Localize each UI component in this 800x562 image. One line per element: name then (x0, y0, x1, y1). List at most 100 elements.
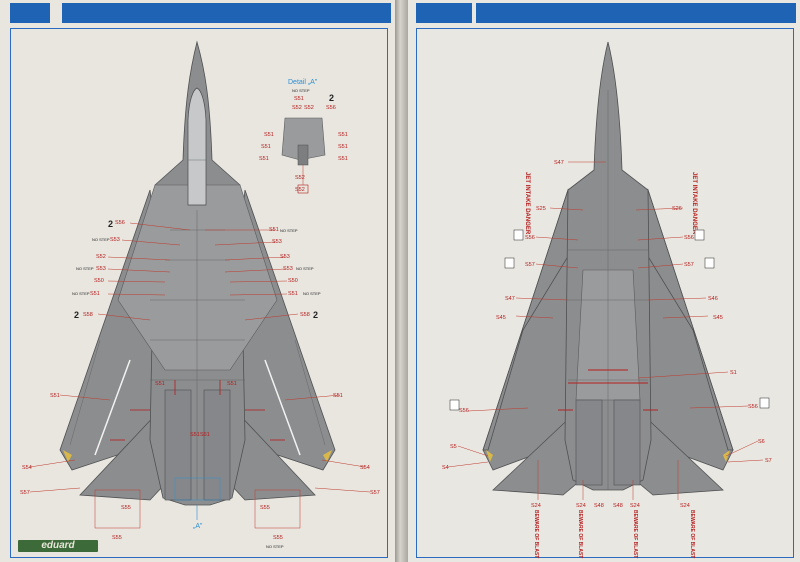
stencil-label: S54 (360, 465, 370, 471)
stencil-label: S55 (121, 505, 131, 511)
stencil-label: S57 (370, 490, 380, 496)
stencil-label: S57 (684, 262, 694, 268)
stencil-label: S55 (260, 505, 270, 511)
stencil-label: S53 (283, 266, 293, 272)
left-wingtip-light (63, 450, 72, 462)
placard-icon (504, 257, 515, 269)
beware-of-blast-warning: BEWARE OF BLAST (577, 510, 583, 558)
jet-intake-danger-warning: JET INTAKE DANGER (524, 172, 530, 235)
right-instruction-page: S47 S25 S26 S56 S56 S57 S57 S47 S45 S46 … (408, 0, 800, 562)
no-step-tag: NO STEP (72, 291, 90, 296)
stencil-label: S51 (333, 393, 343, 399)
header-band-large (476, 3, 796, 23)
decal-count: 2 (74, 310, 79, 320)
detail-a-inset: Detail „A” (281, 79, 326, 194)
decal-count: 2 (329, 93, 334, 103)
stencil-label: S52 (292, 105, 302, 111)
stencil-label: S51 (264, 132, 274, 138)
stencil-label: S54 (22, 465, 32, 471)
stencil-label: S6 (758, 439, 765, 445)
left-nacelle (164, 389, 192, 501)
stencil-label: S57 (525, 262, 535, 268)
stencil-label: S51 (50, 393, 60, 399)
no-step-tag: NO STEP (76, 266, 94, 271)
no-step-tag: NO STEP (280, 228, 298, 233)
stencil-label: S51 (338, 156, 348, 162)
detail-pointer: „A” (193, 523, 203, 530)
canopy (187, 87, 207, 206)
stencil-label: S56 (459, 408, 469, 414)
stencil-label: S25 (536, 206, 546, 212)
stencil-label: S56 (684, 235, 694, 241)
stencil-label: S52 (304, 105, 314, 111)
stencil-label: S51 (288, 291, 298, 297)
no-step-tag: NO STEP (266, 544, 284, 549)
stencil-label: S50 (288, 278, 298, 284)
stencil-label: S58 (83, 312, 93, 318)
stencil-label: S57 (20, 490, 30, 496)
stencil-label: S55 (112, 535, 122, 541)
placard-icon (694, 229, 705, 241)
header-band-small (10, 3, 50, 23)
stencil-label: S26 (672, 206, 682, 212)
book-gutter (395, 0, 408, 562)
stencil-label: S7 (765, 458, 772, 464)
left-instruction-page: Detail „A” (0, 0, 395, 562)
stencil-label: S55 (273, 535, 283, 541)
stencil-label: S24 (680, 503, 690, 509)
right-aircraft-diagram: S47 S25 S26 S56 S56 S57 S57 S47 S45 S46 … (442, 41, 772, 558)
eduard-logo: eduard (18, 540, 98, 552)
beware-of-blast-warning: BEWARE OF BLAST (632, 510, 638, 558)
stencil-label: S51 (338, 144, 348, 150)
decal-count: 2 (313, 310, 318, 320)
header-band-small (416, 3, 472, 23)
stencil-label: S45 (496, 315, 506, 321)
stencil-label: S48 (594, 503, 604, 509)
stencil-label: S4 (442, 465, 449, 471)
stencil-label: S53 (280, 254, 290, 260)
stencil-label: S50 (94, 278, 104, 284)
stencil-label: S51 (259, 156, 269, 162)
stencil-label: S51 (261, 144, 271, 150)
stencil-label: S24 (630, 503, 640, 509)
stencil-label: S51 (294, 96, 304, 102)
header-band-large (62, 3, 391, 23)
stencil-label: S53 (96, 266, 106, 272)
stencil-label: S56 (326, 105, 336, 111)
wing-glove (117, 184, 278, 371)
stencil-label: S52 (96, 254, 106, 260)
placard-icon (759, 397, 770, 409)
beware-of-blast-warning: BEWARE OF BLAST (689, 510, 695, 558)
stencil-label: S24 (576, 503, 586, 509)
stencil-label: S51 (227, 381, 237, 387)
no-step-tag: NO STEP (303, 291, 321, 296)
detail-title: Detail „A” (288, 79, 318, 86)
stencil-label: S56 (115, 220, 125, 226)
stencil-label: S58 (300, 312, 310, 318)
placard-icon (449, 399, 460, 411)
beware-of-blast-warning: BEWARE OF BLAST (533, 510, 539, 558)
no-step-tag: NO STEP (292, 88, 310, 93)
stencil-label: S53 (110, 237, 120, 243)
stencil-label: S5 (450, 444, 457, 450)
left-aircraft-diagram: Detail „A” (20, 40, 380, 549)
stencil-label: S56 (748, 404, 758, 410)
decal-count: 2 (108, 219, 113, 229)
stencil-label: S1 (730, 370, 737, 376)
stencil-label: S51 (269, 227, 279, 233)
right-nacelle (203, 389, 231, 501)
stencil-label: S56 (525, 235, 535, 241)
right-wingtip-light (323, 450, 332, 462)
stencil-label: S45 (713, 315, 723, 321)
stencil-label: S47 (505, 296, 515, 302)
placard-icon (704, 257, 715, 269)
stencil-label: S52 (295, 175, 305, 181)
no-step-tag: NO STEP (92, 237, 110, 242)
left-page-frame (10, 28, 388, 558)
stencil-label: S51 (200, 432, 210, 438)
stencil-label: S51 (90, 291, 100, 297)
no-step-tag: NO STEP (296, 266, 314, 271)
stencil-label: S46 (708, 296, 718, 302)
stencil-label: S51 (338, 132, 348, 138)
stencil-label: S47 (554, 160, 564, 166)
